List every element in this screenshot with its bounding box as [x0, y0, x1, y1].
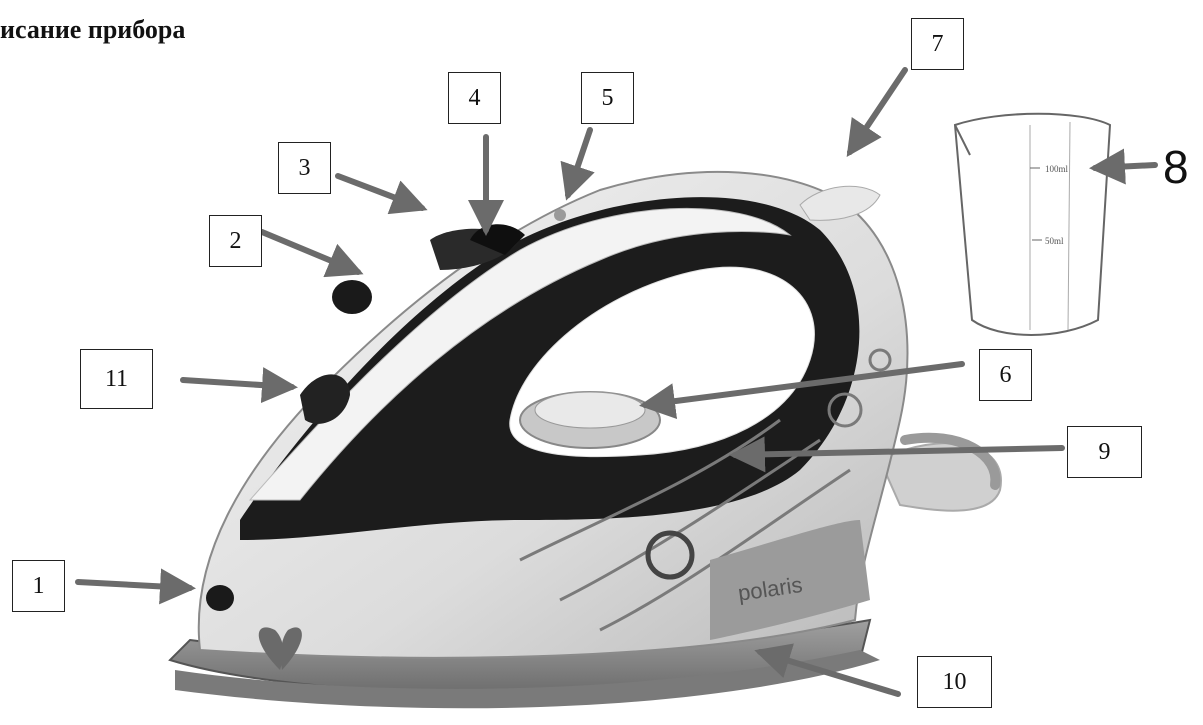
- arrow-7: [850, 70, 905, 152]
- arrow-3: [338, 176, 422, 208]
- callout-2: 2: [209, 215, 262, 267]
- spray-nozzle: [206, 585, 234, 611]
- measuring-jug: 100ml 50ml: [955, 114, 1110, 335]
- arrow-11: [183, 380, 292, 387]
- callout-9: 9: [1067, 426, 1142, 478]
- callout-3: 3: [278, 142, 331, 194]
- callout-11: 11: [80, 349, 153, 409]
- spray-button: [332, 280, 372, 314]
- callout-6: 6: [979, 349, 1032, 401]
- arrow-8: [1095, 165, 1155, 168]
- indicator-light: [554, 209, 566, 221]
- callout-7: 7: [911, 18, 964, 70]
- callout-4: 4: [448, 72, 501, 124]
- callout-8: 8: [1163, 140, 1189, 194]
- arrow-1: [78, 582, 190, 588]
- jug-mark-100: 100ml: [1045, 164, 1069, 174]
- callout-5: 5: [581, 72, 634, 124]
- arrow-2: [262, 232, 358, 272]
- arrow-5: [568, 130, 590, 195]
- callout-1: 1: [12, 560, 65, 612]
- callout-10: 10: [917, 656, 992, 708]
- jug-mark-50: 50ml: [1045, 236, 1064, 246]
